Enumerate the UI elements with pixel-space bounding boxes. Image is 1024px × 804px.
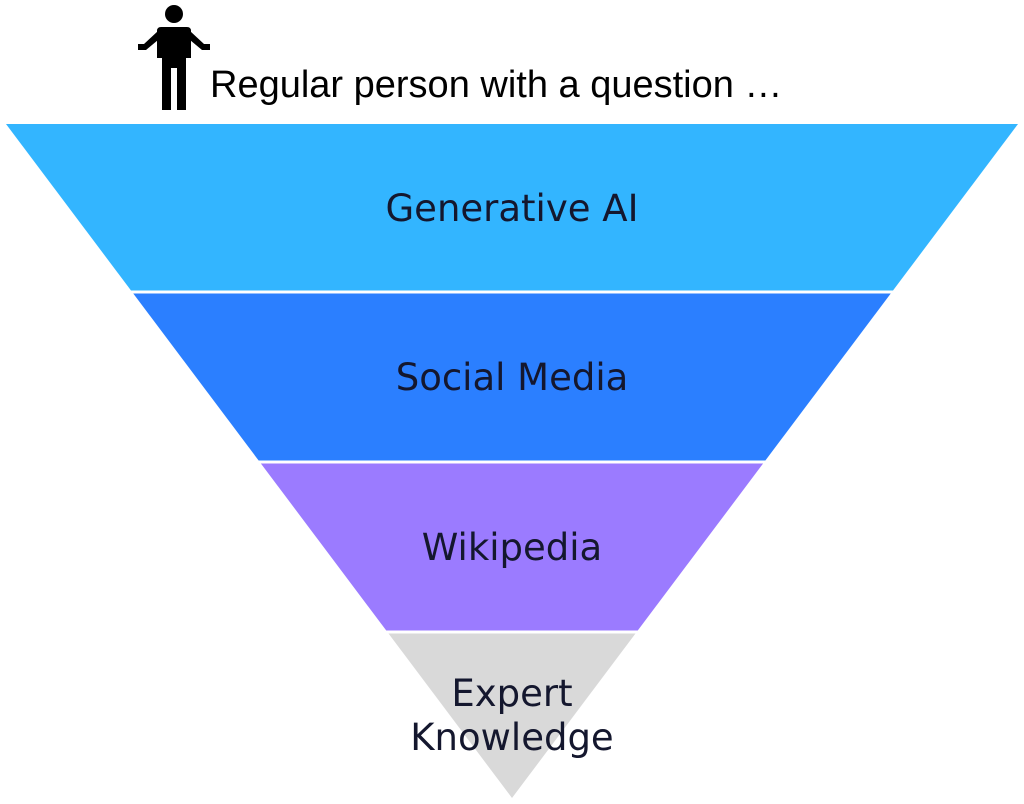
layer-expert-knowledge-label-line-2: Knowledge <box>410 716 613 759</box>
layer-social-media-label-line-1: Social Media <box>396 356 629 399</box>
layer-wikipedia <box>260 463 764 631</box>
layer-wikipedia-label-line-1: Wikipedia <box>422 526 602 569</box>
layer-expert-knowledge-label-line-1: Expert <box>451 672 572 715</box>
layer-expert-knowledge <box>388 633 636 798</box>
layer-social-media <box>133 293 891 461</box>
person-shrug-icon <box>138 5 210 110</box>
layer-generative-ai-label-line-1: Generative AI <box>386 187 639 230</box>
funnel-layers: Generative AI Social MediaWikipediaExpert… <box>6 124 1018 798</box>
layer-generative-ai <box>6 124 1018 291</box>
caption-text: Regular person with a question … <box>210 64 783 106</box>
